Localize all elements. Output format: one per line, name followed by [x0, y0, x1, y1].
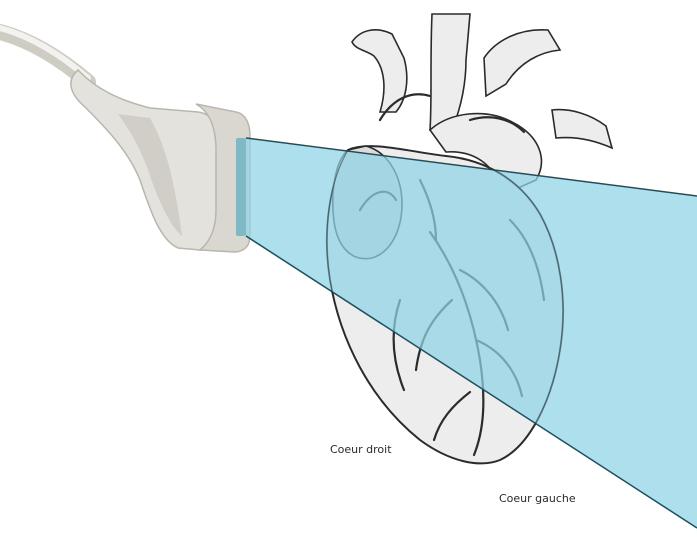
- ultrasound-beam: [246, 138, 697, 528]
- label-left-heart: Coeur gauche: [499, 492, 576, 505]
- label-right-heart: Coeur droit: [330, 443, 392, 456]
- ultrasound-probe-icon: [71, 70, 250, 252]
